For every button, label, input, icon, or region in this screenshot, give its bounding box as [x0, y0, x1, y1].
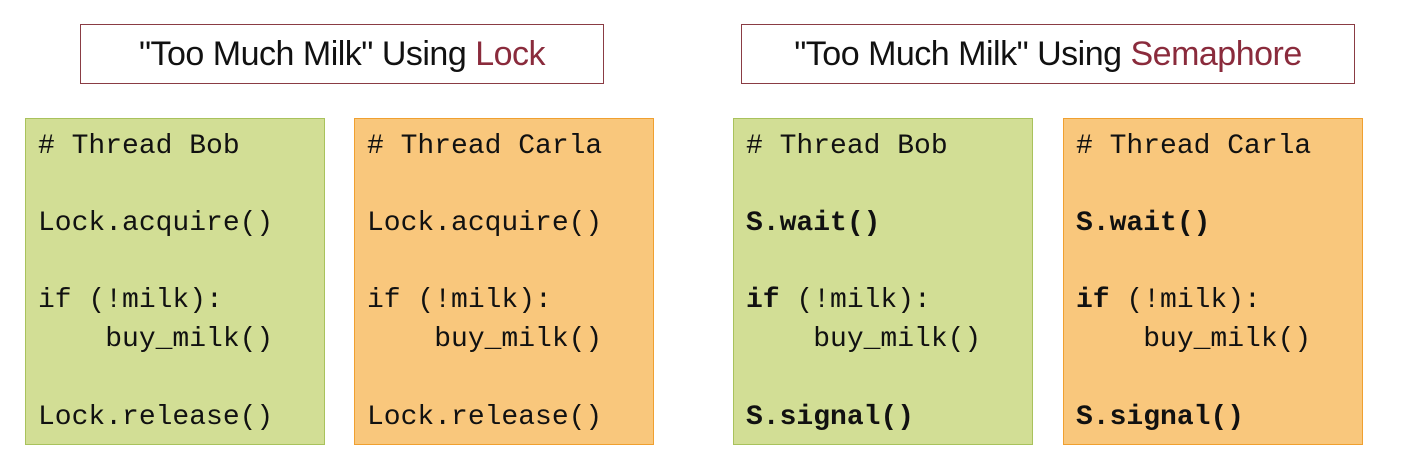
code-release: Lock.release()	[367, 402, 603, 433]
code-buy-milk: buy_milk()	[367, 324, 603, 355]
title-lock-accent: Lock	[475, 34, 546, 73]
code-release: Lock.release()	[38, 402, 274, 433]
code-signal: S.signal()	[1076, 402, 1245, 433]
code-buy-milk: buy_milk()	[38, 324, 274, 355]
panel-semaphore-thread-bob: # Thread Bob S.wait() if (!milk): buy_mi…	[733, 118, 1033, 445]
panel-lock-thread-bob: # Thread Bob Lock.acquire() if (!milk): …	[25, 118, 325, 445]
code-if: if (!milk):	[367, 285, 552, 316]
title-semaphore-accent: Semaphore	[1130, 34, 1302, 73]
code-comment: # Thread Bob	[38, 131, 240, 162]
panel-lock-thread-carla: # Thread Carla Lock.acquire() if (!milk)…	[354, 118, 654, 445]
code-buy-milk: buy_milk()	[1076, 324, 1312, 355]
code-comment: # Thread Bob	[746, 131, 948, 162]
title-semaphore-prefix: "Too Much Milk" Using	[794, 34, 1131, 73]
code-wait: S.wait()	[746, 208, 881, 239]
code-if: if (!milk):	[746, 284, 931, 318]
title-lock-prefix: "Too Much Milk" Using	[138, 34, 476, 73]
code-signal: S.signal()	[746, 402, 915, 433]
code-if-keyword: if	[746, 285, 780, 316]
code-acquire: Lock.acquire()	[367, 208, 603, 239]
code-wait: S.wait()	[1076, 208, 1211, 239]
title-semaphore: "Too Much Milk" Using Semaphore	[741, 24, 1355, 84]
code-if: if (!milk):	[38, 285, 223, 316]
code-if-keyword: if	[1076, 285, 1110, 316]
code-if-condition: (!milk):	[779, 285, 931, 316]
code-if-condition: (!milk):	[1109, 285, 1261, 316]
code-if: if (!milk):	[1076, 284, 1261, 318]
code-acquire: Lock.acquire()	[38, 208, 274, 239]
title-lock: "Too Much Milk" Using Lock	[80, 24, 604, 84]
code-buy-milk: buy_milk()	[746, 324, 982, 355]
code-comment: # Thread Carla	[367, 131, 603, 162]
code-comment: # Thread Carla	[1076, 131, 1312, 162]
panel-semaphore-thread-carla: # Thread Carla S.wait() if (!milk): buy_…	[1063, 118, 1363, 445]
